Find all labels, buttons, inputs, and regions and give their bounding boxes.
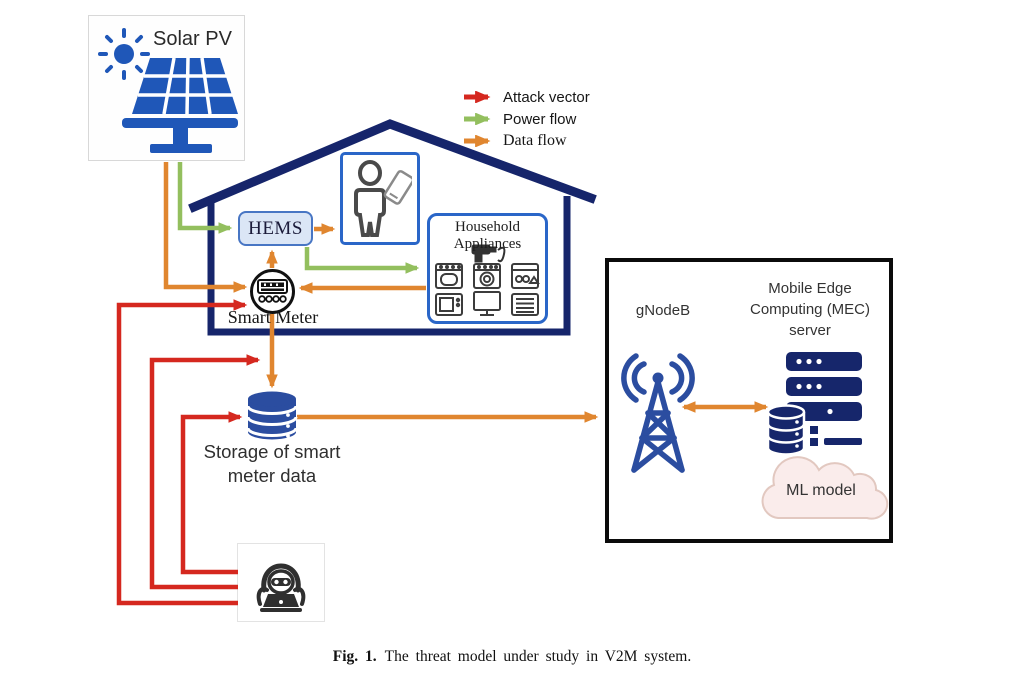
- caption-text: The threat model under study in V2M syst…: [384, 648, 692, 665]
- legend-label: Power flow: [503, 110, 577, 128]
- washing-machine-icon: [473, 263, 501, 289]
- stove-icon: [435, 263, 463, 289]
- legend: Attack vector Power flow Data flow: [462, 86, 590, 152]
- resident-phone-icon: [354, 160, 412, 237]
- arrow-attacker-to-meter: [116, 299, 248, 606]
- arrow-attacker-to-storage: [180, 411, 243, 575]
- database-icon: [246, 391, 298, 440]
- house-outline: [188, 119, 597, 336]
- solar-pv-icon: [98, 28, 238, 153]
- legend-item-power-flow: Power flow: [462, 108, 590, 130]
- mec-database-icon: [766, 404, 806, 456]
- figure-caption: Fig. 1. The threat model under study in V…: [0, 648, 1024, 666]
- microwave-icon: [435, 293, 463, 316]
- gnodeb-tower-icon: [621, 353, 695, 473]
- radiator-icon: [511, 293, 539, 316]
- ml-cloud-icon: [761, 456, 889, 520]
- smart-meter-label: Smart Meter: [227, 307, 319, 327]
- mec-server-label: Mobile Edge Computing (MEC) server: [749, 280, 871, 339]
- arrow-hems-to-appliances: [304, 247, 420, 274]
- solar-pv-label: Solar PV: [153, 28, 232, 50]
- data-flow-arrow-icon: [464, 135, 491, 147]
- hems-label: HEMS: [248, 217, 303, 239]
- storage-label: Storage of smart meter data: [203, 441, 341, 486]
- attack-vector-arrow-icon: [464, 91, 491, 103]
- legend-label: Attack vector: [503, 88, 590, 106]
- legend-label: Data flow: [503, 132, 567, 149]
- caption-number: Fig. 1.: [332, 648, 377, 665]
- household-appliances-label: Household Appliances: [453, 219, 522, 252]
- tv-icon: [473, 291, 501, 316]
- arrow-solar-to-meter: [163, 162, 248, 293]
- smart-meter-icon: [250, 269, 295, 314]
- arrow-solar-to-hems: [177, 162, 233, 234]
- mec-server-icon: [766, 352, 862, 456]
- hems-box: HEMS: [238, 211, 313, 246]
- dishwasher-icon: [511, 263, 540, 289]
- mec-domain-box: [605, 258, 893, 543]
- hair-dryer-icon: [471, 244, 506, 263]
- appliance-icons: [435, 244, 540, 316]
- hacker-icon: [256, 563, 306, 612]
- ml-model-label: ML model: [786, 482, 856, 499]
- arrow-attacker-to-meter-link: [149, 354, 261, 590]
- legend-item-data-flow: Data flow: [462, 130, 590, 152]
- power-flow-arrow-icon: [464, 113, 491, 125]
- gnodeb-label: gNodeB: [635, 302, 691, 319]
- legend-item-attack-vector: Attack vector: [462, 86, 590, 108]
